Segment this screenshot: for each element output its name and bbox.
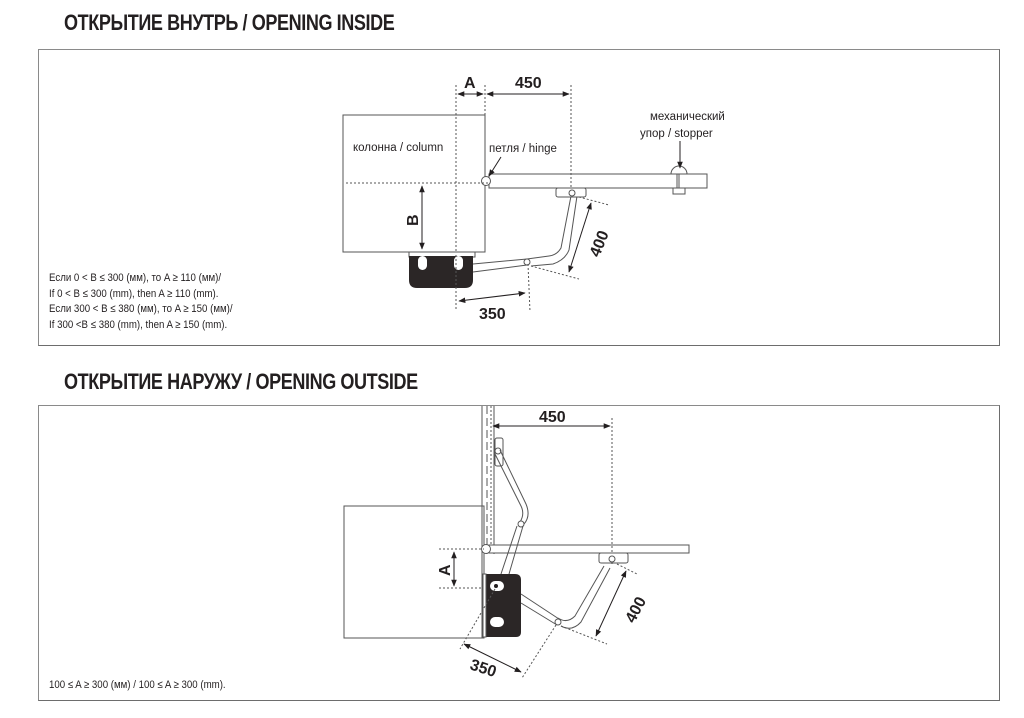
motor-arm [520, 593, 560, 626]
motor-bracket [482, 573, 487, 638]
opening-inside-drawing: колонна / column петля / hinge механичес… [342, 75, 725, 323]
dim-label-a: A [437, 564, 454, 576]
dim-guide-400-bottom [530, 265, 580, 280]
dim-line-350 [458, 290, 526, 304]
note-line: Если 0 < B ≤ 300 (мм), то A ≥ 110 (мм)/ [49, 272, 222, 284]
motor-slot [454, 256, 463, 270]
dim-line-400 [568, 202, 592, 273]
section-title-opening-outside: ОТКРЫТИЕ НАРУЖУ / OPENING OUTSIDE [64, 369, 418, 394]
curved-arm-open [494, 449, 529, 525]
stopper [670, 165, 688, 175]
condition-notes-outside: 100 ≤ A ≥ 300 (мм) / 100 ≤ A ≥ 300 (mm). [49, 678, 226, 694]
dim-label-350: 350 [479, 306, 506, 323]
hinge-pointer [488, 156, 502, 177]
dim-guide-350-right [527, 263, 531, 313]
note-line: If 300 <B ≤ 380 (mm), then A ≥ 150 (mm). [49, 318, 228, 331]
stopper-label-line1: механический [650, 111, 725, 123]
dim-guide-400-bottom [560, 625, 608, 645]
gate-bracket-joint [568, 189, 576, 197]
stopper-label-line2: упор / stopper [640, 128, 713, 140]
diagram-panel-opening-outside: 450 A 400 350 100 ≤ A ≥ 300 [38, 405, 1000, 701]
condition-notes-inside: Если 0 < B ≤ 300 (мм), то A ≥ 110 (мм)/ … [49, 271, 233, 333]
curved-arm [526, 195, 578, 267]
dim-line-350 [463, 643, 522, 673]
gate-leaf [488, 173, 706, 189]
note-line: If 0 < B ≤ 300 (mm), then A ≥ 110 (mm). [49, 287, 219, 300]
column [343, 505, 485, 639]
arm-joint [554, 618, 562, 626]
dim-guide-350-right [521, 624, 557, 679]
dim-label-350: 350 [468, 657, 499, 681]
arm-joint [517, 520, 525, 528]
motor-arm [472, 258, 528, 273]
dim-label-450: 450 [539, 409, 566, 426]
diagram-panel-opening-inside: колонна / column петля / hinge механичес… [38, 49, 1000, 346]
section-title-opening-inside: ОТКРЫТИЕ ВНУТРЬ / OPENING INSIDE [64, 10, 395, 35]
dim-guide-400-top [578, 196, 610, 206]
motor-pivot [494, 584, 498, 588]
dim-label-a: A [464, 75, 476, 92]
motor-slot [418, 256, 427, 270]
curved-arm [557, 565, 611, 629]
stopper-base [672, 187, 686, 195]
gate-leaf [488, 544, 690, 554]
dim-guide-350-left [459, 588, 496, 650]
dim-label-400: 400 [623, 594, 651, 626]
hinge [481, 544, 491, 554]
arm-joint [523, 258, 531, 266]
dim-guide-400-top [616, 563, 638, 575]
dim-label-b: B [405, 214, 422, 226]
gate-bracket-joint [608, 555, 616, 563]
note-line: 100 ≤ A ≥ 300 (мм) / 100 ≤ A ≥ 300 (mm). [49, 679, 226, 691]
motor-slot [490, 617, 504, 627]
note-line: Если 300 < B ≤ 380 (мм), то A ≥ 150 (мм)… [49, 303, 233, 315]
motor-arm-open [500, 525, 524, 575]
dim-label-450: 450 [515, 75, 542, 92]
hinge-label: петля / hinge [489, 143, 557, 155]
column-label: колонна / column [353, 142, 443, 154]
opening-outside-drawing: 450 A 400 350 [343, 406, 690, 681]
hinge [481, 176, 491, 186]
gate-leaf-end [676, 173, 708, 189]
dim-line-400 [595, 570, 627, 637]
dim-label-400: 400 [587, 228, 613, 259]
